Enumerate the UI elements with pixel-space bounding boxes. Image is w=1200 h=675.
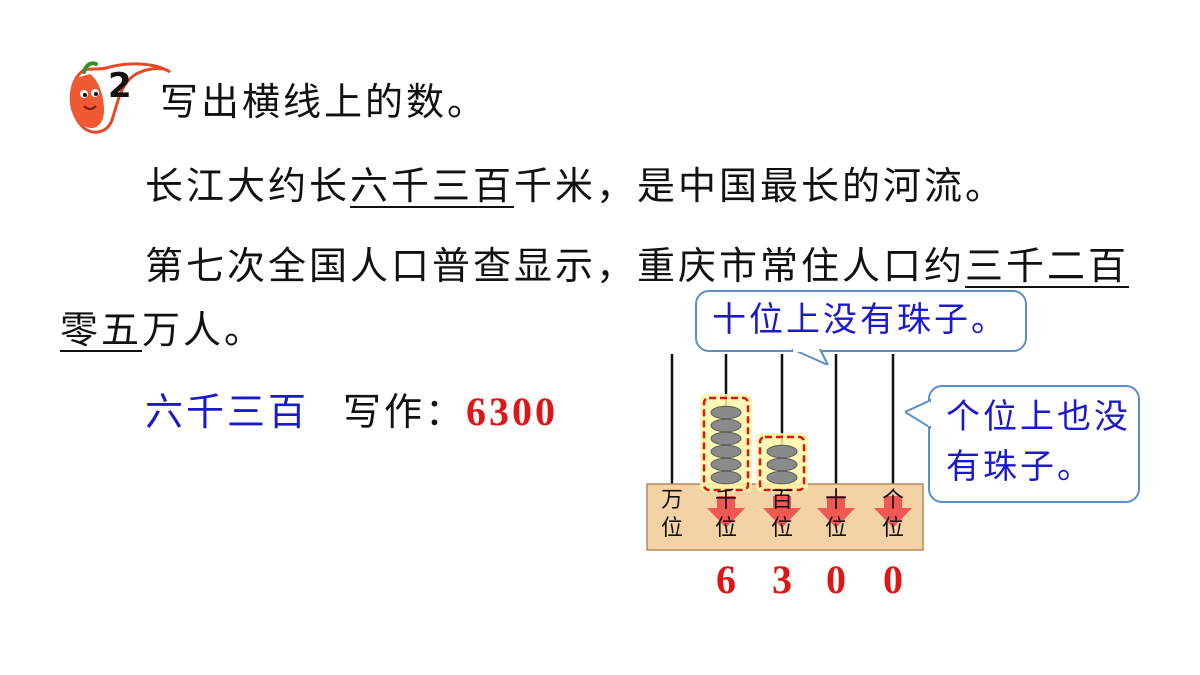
speech-bubble-tens-text: 十位上没有珠子。 [712,300,1008,340]
down-arrow-icon [874,496,912,528]
place-label: 万位 [660,488,683,541]
abacus-digit: 6 [716,557,736,602]
sentence-2-line-1: 第七次全国人口普查显示，重庆市常住人口约三千二百 [145,242,1129,290]
bead-dashed-box [758,435,806,492]
sentence-2-after: 万人。 [142,308,266,352]
abacus-digit: 0 [883,557,903,602]
place-label: 个位 [881,488,904,541]
abacus-bead [766,470,798,485]
answer-line: 六千三百写作：6300 [145,388,558,436]
speech-bubble-ones-text: 个位上也没有珠子。 [946,397,1131,487]
sentence-2-underlined-b: 零五 [60,308,143,352]
sentence-1-before: 长江大约长 [145,164,351,208]
answer-number: 6300 [466,389,559,434]
abacus-bead [766,457,798,472]
abacus [646,354,924,551]
answer-label: 写作： [343,390,467,434]
abacus-bead [710,405,742,420]
abacus-bead [710,444,742,459]
speech-bubble-tens [695,290,1027,352]
abacus-digit: 3 [772,557,792,602]
answer-words: 六千三百 [145,390,310,434]
abacus-bead [710,431,742,446]
down-arrow-icon [707,496,745,528]
place-label: 十位 [824,488,847,541]
bubble-tail-icon [791,349,830,365]
sentence-2-underlined-a: 三千二百 [965,244,1130,288]
place-label: 百位 [770,488,793,541]
speech-bubble-ones [928,385,1140,503]
bubble-tail-icon [905,398,931,430]
sentence-1: 长江大约长六千三百千米，是中国最长的河流。 [145,162,1006,210]
abacus-bead [710,418,742,433]
place-label: 千位 [714,488,737,541]
chili-mascot-icon [69,61,172,134]
sentence-2-line-2: 零五万人。 [60,306,265,354]
abacus-bead [710,470,742,485]
sentence-1-underlined: 六千三百 [350,164,515,208]
down-arrow-icon [817,496,855,528]
down-arrow-icon [763,496,801,528]
abacus-digit: 0 [826,557,846,602]
abacus-bead [710,457,742,472]
question-number: 2 [108,66,132,106]
sentence-1-after: 千米，是中国最长的河流。 [514,164,1007,208]
bead-dashed-box [702,396,750,492]
abacus-bead [766,444,798,459]
question-text: 写出横线上的数。 [160,80,489,124]
sentence-2-before: 第七次全国人口普查显示，重庆市常住人口约 [145,244,966,288]
